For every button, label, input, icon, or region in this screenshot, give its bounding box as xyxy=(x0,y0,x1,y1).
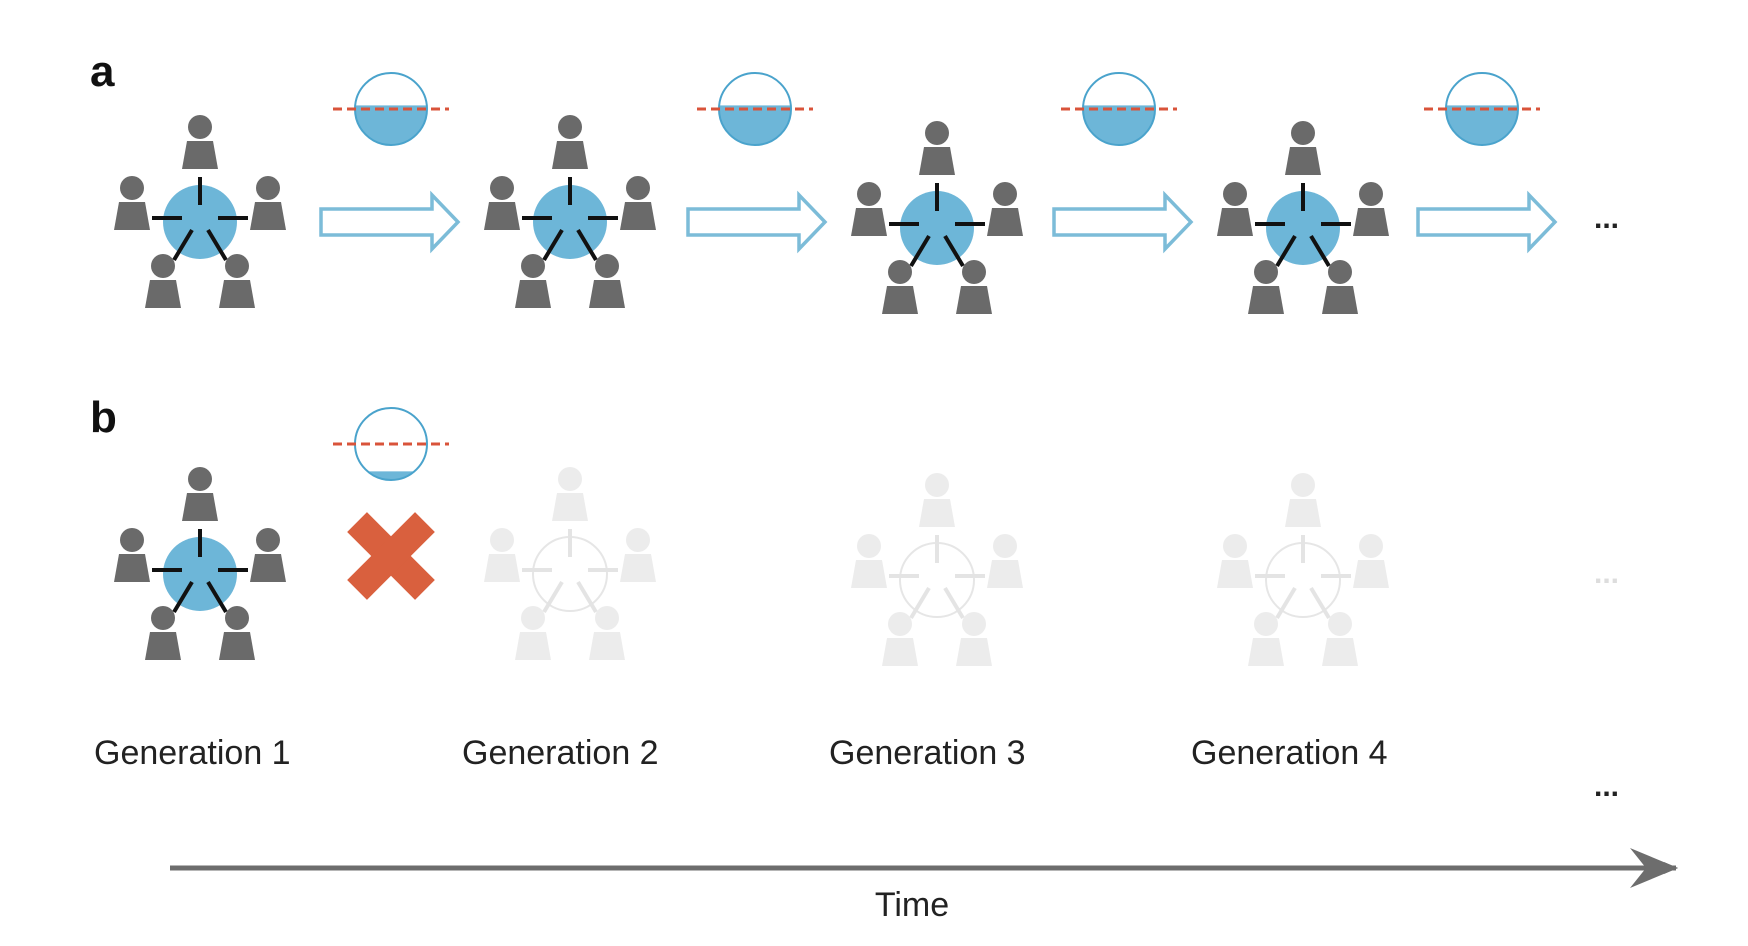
person-icon xyxy=(250,176,286,230)
person-icon xyxy=(620,176,656,230)
person-icon xyxy=(987,534,1023,588)
person-icon xyxy=(589,254,625,308)
generation-ellipsis: ... xyxy=(1594,770,1619,803)
resource-pool-icon xyxy=(163,185,237,259)
time-axis-arrowhead xyxy=(1630,848,1678,888)
generation-label-4: Generation 4 xyxy=(1191,734,1388,772)
group-a-gen-3 xyxy=(851,121,1023,314)
person-icon xyxy=(1353,534,1389,588)
panel-label-b: b xyxy=(90,393,117,442)
person-icon xyxy=(552,115,588,169)
person-icon xyxy=(1248,612,1284,666)
resource-level-fill xyxy=(1446,105,1518,145)
person-icon xyxy=(851,534,887,588)
person-icon xyxy=(956,260,992,314)
resource-level-fill xyxy=(1083,105,1155,145)
fail-cross-icon xyxy=(347,512,435,600)
person-icon xyxy=(919,473,955,527)
group-a-gen-4 xyxy=(1217,121,1389,314)
person-icon xyxy=(1248,260,1284,314)
person-icon xyxy=(1353,182,1389,236)
panel-label-a: a xyxy=(90,47,115,96)
person-icon xyxy=(515,606,551,660)
resource-level-fill xyxy=(355,471,427,480)
resource-pool-icon xyxy=(900,191,974,265)
person-icon xyxy=(620,528,656,582)
person-icon xyxy=(250,528,286,582)
arrow-right-icon xyxy=(1052,190,1194,254)
arrow-right-icon xyxy=(319,190,461,254)
person-icon xyxy=(182,115,218,169)
resource-gauge-a-2 xyxy=(697,72,813,146)
resource-pool-icon xyxy=(1266,191,1340,265)
arrow-right-icon xyxy=(686,190,828,254)
person-icon xyxy=(956,612,992,666)
group-b-gen-2 xyxy=(484,467,656,660)
person-icon xyxy=(552,467,588,521)
resource-gauge-a-1 xyxy=(333,72,449,146)
resource-level-fill xyxy=(355,105,427,145)
person-icon xyxy=(1285,121,1321,175)
person-icon xyxy=(114,528,150,582)
person-icon xyxy=(589,606,625,660)
person-icon xyxy=(1217,182,1253,236)
person-icon xyxy=(145,606,181,660)
person-icon xyxy=(145,254,181,308)
resource-gauge-a-3 xyxy=(1061,72,1177,146)
resource-gauge-b-1 xyxy=(333,407,449,481)
person-icon xyxy=(182,467,218,521)
group-b-gen-4 xyxy=(1217,473,1389,666)
generation-label-3: Generation 3 xyxy=(829,734,1026,772)
row-b xyxy=(114,407,1389,666)
person-icon xyxy=(515,254,551,308)
person-icon xyxy=(1217,534,1253,588)
person-icon xyxy=(851,182,887,236)
person-icon xyxy=(882,612,918,666)
person-icon xyxy=(987,182,1023,236)
person-icon xyxy=(1322,260,1358,314)
resource-pool-icon xyxy=(533,185,607,259)
resource-gauge-a-4 xyxy=(1424,72,1540,146)
group-b-gen-1 xyxy=(114,467,286,660)
row-b-ellipsis: ... xyxy=(1594,557,1619,590)
row-a xyxy=(114,72,1558,314)
generation-label-2: Generation 2 xyxy=(462,734,659,772)
person-icon xyxy=(219,254,255,308)
resource-pool-icon xyxy=(163,537,237,611)
arrow-right-icon xyxy=(1416,190,1558,254)
group-a-gen-2 xyxy=(484,115,656,308)
time-axis-label: Time xyxy=(875,886,949,924)
person-icon xyxy=(1285,473,1321,527)
person-icon xyxy=(484,176,520,230)
person-icon xyxy=(219,606,255,660)
person-icon xyxy=(484,528,520,582)
person-icon xyxy=(919,121,955,175)
person-icon xyxy=(1322,612,1358,666)
group-a-gen-1 xyxy=(114,115,286,308)
row-a-ellipsis: ... xyxy=(1594,202,1619,235)
person-icon xyxy=(882,260,918,314)
group-b-gen-3 xyxy=(851,473,1023,666)
generation-label-1: Generation 1 xyxy=(94,734,291,772)
resource-level-fill xyxy=(719,105,791,145)
person-icon xyxy=(114,176,150,230)
